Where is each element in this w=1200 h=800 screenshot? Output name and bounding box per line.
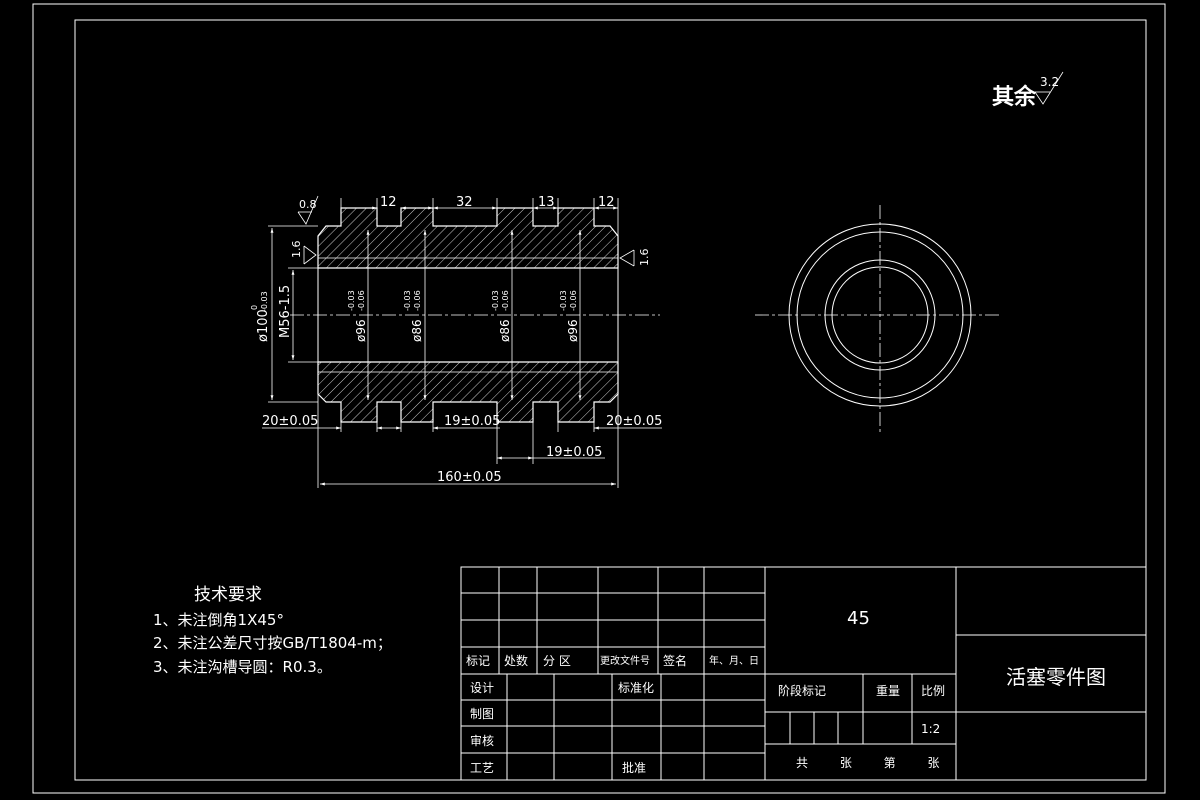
dim-groove-tol-lower-2: -0.06 (413, 290, 422, 311)
stage-mark-label: 阶段标记 (778, 683, 826, 698)
outer-border (32, 3, 1166, 794)
material: 45 (847, 608, 870, 629)
tech-item-1: 1、未注倒角1X45° (153, 611, 284, 629)
dim-groove-dia-4: ø96 (566, 319, 580, 342)
standardize-label: 标准化 (618, 681, 654, 695)
rev-header-sign: 签名 (663, 653, 687, 668)
rev-header-count: 处数 (504, 653, 528, 668)
title-block (460, 566, 1147, 781)
rev-header-mark: 标记 (466, 654, 490, 668)
hatch-bottom-wall (317, 361, 619, 423)
rev-header-doc: 更改文件号 (600, 654, 650, 667)
dim-bottom-lower: 19±0.05 (546, 445, 602, 460)
dim-groove-tol-upper-4: -0.03 (559, 290, 568, 311)
dim-bottom-left: 20±0.05 (262, 414, 318, 429)
roughness-bore-right-symbol (619, 249, 635, 267)
roughness-bore-left-symbol (303, 245, 317, 265)
dim-groove-tol-lower-1: -0.06 (357, 290, 366, 311)
roughness-face-value: 0.8 (299, 198, 317, 211)
dim-outer-tol-upper: 0 (250, 305, 259, 310)
role-review: 审核 (470, 733, 494, 748)
roughness-rest-value: 3.2 (1040, 75, 1059, 89)
scale-value: 1:2 (921, 722, 940, 736)
dim-overall-length: 160±0.05 (437, 470, 502, 485)
dim-top-1: 12 (380, 195, 397, 210)
role-process: 工艺 (470, 761, 494, 775)
role-design: 设计 (470, 681, 494, 695)
sheet-count: 共 张 第 张 (796, 756, 953, 770)
role-drafting: 制图 (470, 707, 494, 721)
dim-top-3: 13 (538, 195, 555, 210)
roughness-rest-label: 其余 (992, 84, 1037, 110)
dim-groove-dia-1: ø96 (354, 319, 368, 342)
dim-top-2: 32 (456, 195, 473, 210)
dim-bottom-mid: 19±0.05 (444, 414, 500, 429)
tech-item-2: 2、未注公差尺寸按GB/T1804-m； (153, 634, 392, 652)
tech-item-3: 3、未注沟槽导圆：R0.3。 (153, 658, 332, 676)
drawing-title: 活塞零件图 (1006, 665, 1106, 689)
dim-top-4: 12 (598, 195, 615, 210)
dim-bottom-right: 20±0.05 (606, 414, 662, 429)
approve-label: 批准 (622, 760, 646, 775)
roughness-bore-right-value: 1.6 (638, 249, 651, 267)
roughness-face-symbol (297, 195, 319, 225)
weight-label: 重量 (876, 684, 900, 698)
dim-groove-tol-upper-2: -0.03 (403, 290, 412, 311)
dim-groove-dia-3: ø86 (498, 319, 512, 342)
dim-groove-dia-2: ø86 (410, 319, 424, 342)
end-view (755, 205, 1000, 435)
roughness-bore-left-value: 1.6 (290, 241, 303, 259)
scale-label: 比例 (921, 684, 945, 698)
tech-title: 技术要求 (194, 585, 262, 605)
dim-groove-tol-lower-3: -0.06 (501, 290, 510, 311)
roughness-rest-symbol (1034, 71, 1064, 105)
dim-groove-tol-upper-3: -0.03 (491, 290, 500, 311)
dim-thread: M56-1.5 (278, 285, 293, 338)
dim-groove-tol-upper-1: -0.03 (347, 290, 356, 311)
hatch-top-wall (317, 207, 619, 269)
dim-outer-tol-lower: -0.03 (260, 291, 269, 312)
rev-header-date: 年、月、日 (709, 654, 759, 667)
section-view: 12 32 13 12 0.8 1.6 1.6 ø100 0 -0.03 (250, 195, 662, 488)
dim-outer-dia: ø100 (256, 309, 271, 342)
dim-groove-tol-lower-4: -0.06 (569, 290, 578, 311)
rev-header-zone: 分 区 (543, 654, 571, 668)
